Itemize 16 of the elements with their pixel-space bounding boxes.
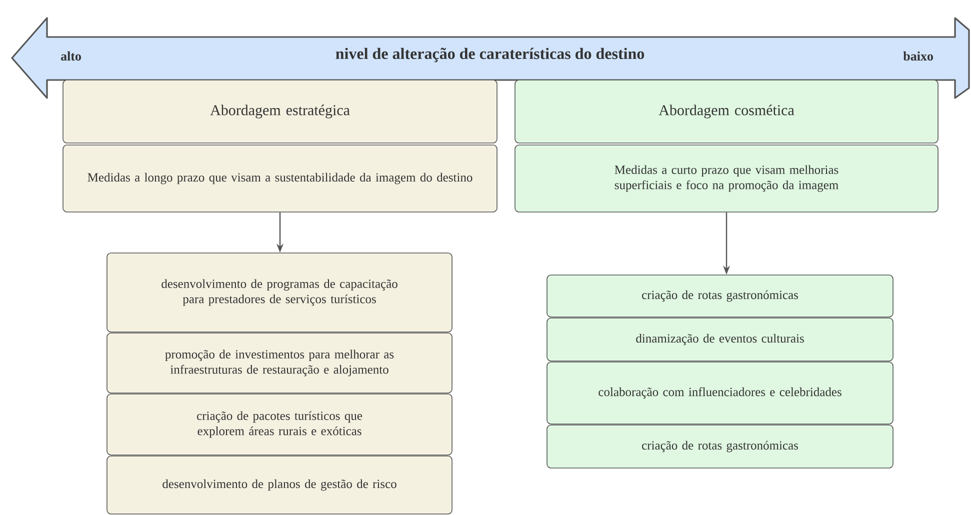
measure-box: colaboração com influenciadores e celebridades — [546, 362, 894, 424]
header-box: Abordagem cosmética — [514, 80, 938, 144]
double-arrow-band — [11, 17, 970, 99]
description-box: Medidas a curto prazo que visam melhorias superficiais e foco na promoção da imagem — [514, 144, 938, 212]
axis-end-label: baixo — [903, 51, 933, 61]
measure-box: criação de rotas gastronómicas — [546, 424, 894, 468]
measure-box: promoção de investimentos para melhorar as infraestruturas de restauração e alojamento — [106, 332, 452, 394]
measure-box: desenvolvimento de programas de capacitação para prestadores de serviços turísticos — [106, 252, 452, 332]
axis-title: nivel de alteração de caraterísticas do destino — [336, 48, 644, 62]
axis-end-label: alto — [60, 51, 81, 61]
measure-box: criação de rotas gastronómicas — [546, 274, 894, 318]
description-box: Medidas a longo prazo que visam a sustentabilidade da imagem do destino — [62, 144, 498, 212]
measure-box: dinamização de eventos culturais — [546, 318, 894, 362]
measure-box: desenvolvimento de planos de gestão de risco — [106, 456, 452, 514]
measure-box: criação de pacotes turísticos que explorem áreas rurais e exóticas — [106, 394, 452, 456]
header-box: Abordagem estratégica — [62, 80, 498, 144]
